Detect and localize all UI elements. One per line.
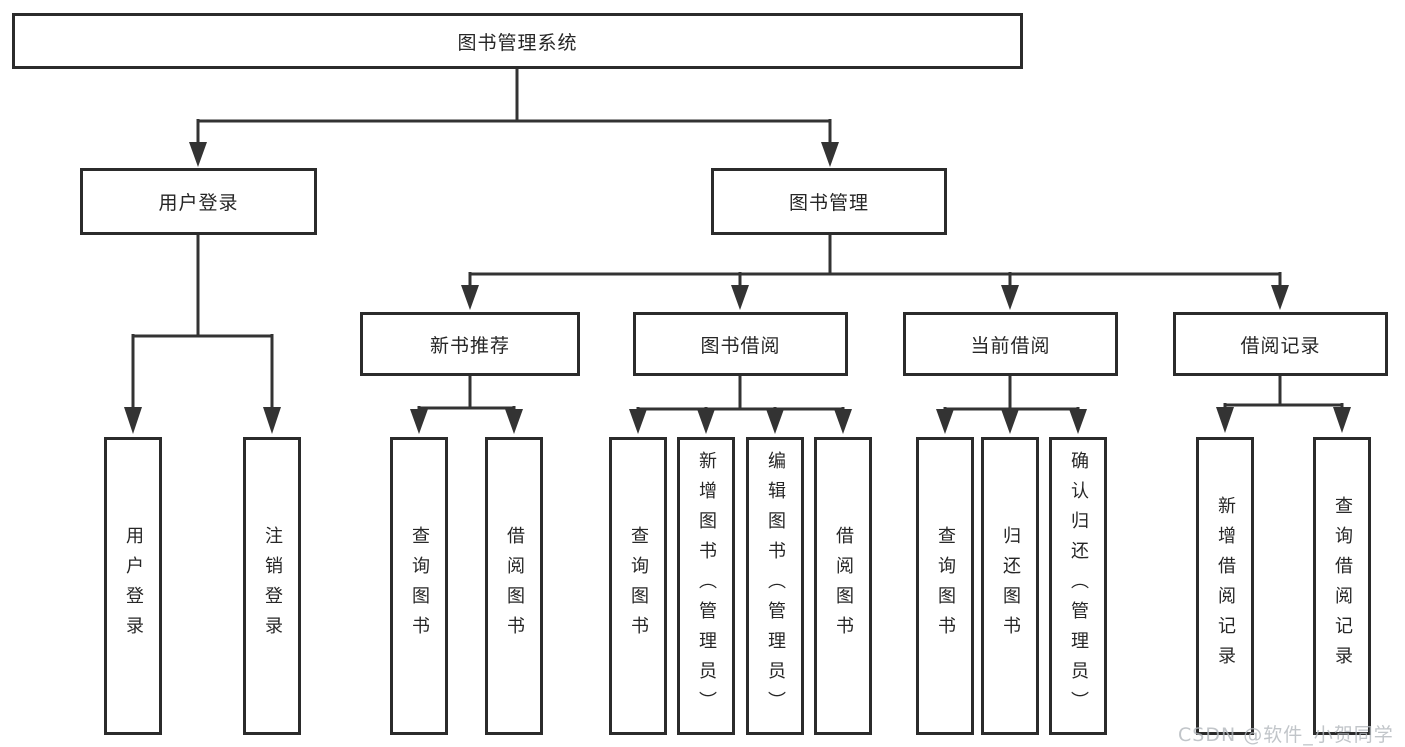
- leaf-records-add-record: 新增借阅记录: [1196, 437, 1254, 735]
- leaf-borrow-edit-book-admin: 编辑图书（管理员）: [746, 437, 804, 735]
- leaf-user-login: 用户登录: [104, 437, 162, 735]
- leaf-borrow-add-book-admin: 新增图书（管理员）: [677, 437, 735, 735]
- leaf-recommend-query-book: 查询图书: [390, 437, 448, 735]
- arrowheads-book-borrow: [629, 409, 852, 434]
- leaf-borrow-query-book: 查询图书: [609, 437, 667, 735]
- node-new-book-recommend: 新书推荐: [360, 312, 580, 376]
- connector-borrow-records-leaves: [1223, 376, 1344, 409]
- arrowheads-current-borrow: [936, 409, 1087, 434]
- node-current-borrow: 当前借阅: [903, 312, 1118, 376]
- leaf-current-confirm-return-admin: 确认归还（管理员）: [1049, 437, 1107, 735]
- node-book-management: 图书管理: [711, 168, 947, 235]
- connector-new-book-recommend-leaves: [417, 376, 516, 411]
- node-root: 图书管理系统: [12, 13, 1023, 69]
- arrowheads-user-login-leaves: [124, 407, 281, 434]
- node-borrow-records: 借阅记录: [1173, 312, 1388, 376]
- connector-book-borrow-leaves: [636, 376, 845, 411]
- connector-user-login-to-leaves: [131, 235, 274, 409]
- connector-current-borrow-leaves: [943, 376, 1080, 411]
- leaf-current-query-book: 查询图书: [916, 437, 974, 735]
- leaf-borrow-borrow-book: 借阅图书: [814, 437, 872, 735]
- arrowheads-level3: [461, 285, 1289, 310]
- arrowheads-level2: [189, 142, 839, 167]
- leaf-records-query-record: 查询借阅记录: [1313, 437, 1371, 735]
- arrowheads-borrow-records: [1216, 407, 1351, 433]
- node-user-login: 用户登录: [80, 168, 317, 235]
- leaf-current-return-book: 归还图书: [981, 437, 1039, 735]
- arrowheads-new-book-recommend: [410, 409, 523, 434]
- node-book-borrow: 图书借阅: [633, 312, 848, 376]
- leaf-logout-login: 注销登录: [243, 437, 301, 735]
- connector-root-to-level2: [196, 69, 832, 144]
- leaf-recommend-borrow-book: 借阅图书: [485, 437, 543, 735]
- connector-book-management-to-level3: [468, 235, 1282, 287]
